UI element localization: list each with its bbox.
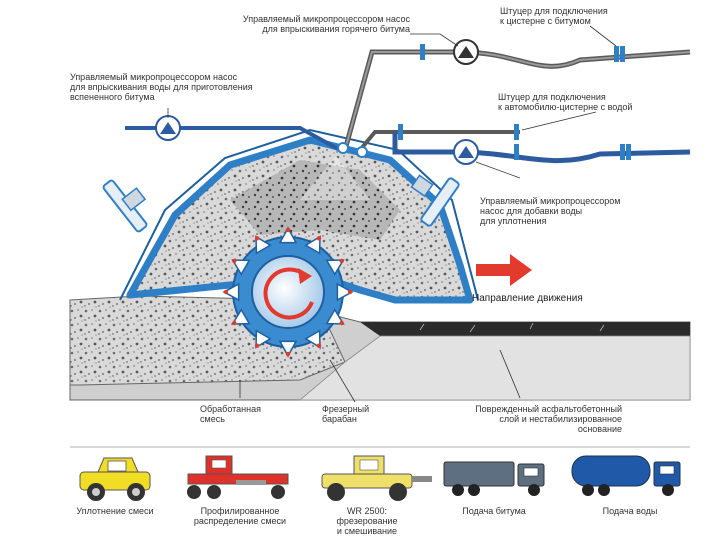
drum-tooth-tip (339, 320, 344, 326)
rotation-arrow (263, 267, 314, 320)
vehicle-caption-recycler: WR 2500: фрезерование и смешивание (336, 506, 398, 536)
treated-mix-label: Обработанная смесь (200, 404, 261, 424)
unstabilized-base (298, 335, 691, 401)
vehicle-caption-roller: Уплотнение смеси (76, 506, 154, 516)
right-cylinder (410, 174, 460, 227)
damaged-layer-label: Поврежденный асфальтобетонный слой и нес… (475, 404, 622, 434)
drum-tooth-tip (316, 236, 322, 241)
drum-tooth (278, 226, 298, 244)
vehicle-caption-bitumen-truck: Подача битума (462, 506, 526, 516)
foam-water-pipe (125, 126, 341, 152)
drum-tooth (255, 235, 272, 255)
hot-bitumen-pump-label: Управляемый микропроцессором насос для в… (242, 14, 410, 34)
drum-tooth (278, 340, 298, 358)
drum-tooth (231, 308, 251, 325)
drum-tooth (325, 259, 345, 276)
foam-water-pump-label: Управляемый микропроцессором насос для в… (70, 72, 253, 102)
bitumen-connector-icon (420, 44, 625, 62)
drum-tooth (231, 259, 251, 276)
left-cylinder (102, 179, 148, 233)
dark-material-zone (230, 160, 400, 240)
compaction-water-pipe (358, 130, 691, 164)
road-section (69, 295, 691, 401)
milling-drum (222, 226, 354, 358)
drum-tooth-tip (339, 258, 344, 264)
drum-tooth-tip (316, 343, 322, 348)
drum-tooth-tip (232, 258, 237, 264)
vehicle-caption-grader: Профилированное распределение смеси (193, 506, 287, 526)
grader-icon (187, 455, 289, 499)
drum-tooth-tip (254, 343, 260, 348)
drum-tooth (222, 282, 240, 302)
vehicle-caption-water-truck: Подача воды (602, 506, 658, 516)
water-truck-icon (571, 455, 681, 496)
drum-tooth-tip (285, 227, 291, 233)
hood-outer-shell (119, 128, 479, 301)
drum-tooth-tip (285, 351, 291, 357)
water-connector-icon (398, 124, 631, 160)
foam-water-pump-icon (155, 115, 181, 141)
drum-tooth (304, 329, 321, 349)
drum-tooth-tip (223, 289, 229, 295)
drum-tooth-tip (232, 320, 237, 326)
bitumen-truck-icon (443, 461, 545, 496)
water-connector-label: Штуцер для подключения к автомобилю-цист… (498, 92, 633, 112)
direction-arrow-icon (476, 254, 532, 286)
compaction-water-pump-icon (453, 139, 479, 165)
drum-tooth (255, 329, 272, 349)
milling-drum-label: Фрезерный барабан (322, 404, 370, 424)
recycler-icon (321, 455, 432, 501)
drum-tooth (336, 282, 354, 302)
damaged-asphalt-layer (360, 322, 690, 336)
direction-label: Направление движения (472, 293, 583, 304)
drum-tooth-tip (347, 289, 353, 295)
drum-tooth (304, 235, 321, 255)
spray-nozzles (300, 142, 370, 200)
drum-tooth-tip (254, 236, 260, 241)
roller-icon (79, 457, 151, 501)
bitumen-connector-label: Штуцер для подключения к цистерне с биту… (500, 6, 608, 26)
leader-lines (167, 25, 617, 403)
bitumen-pump-icon (453, 39, 479, 65)
compaction-water-pump-label: Управляемый микропроцессором насос для д… (480, 196, 621, 226)
drum-tooth (325, 308, 345, 325)
